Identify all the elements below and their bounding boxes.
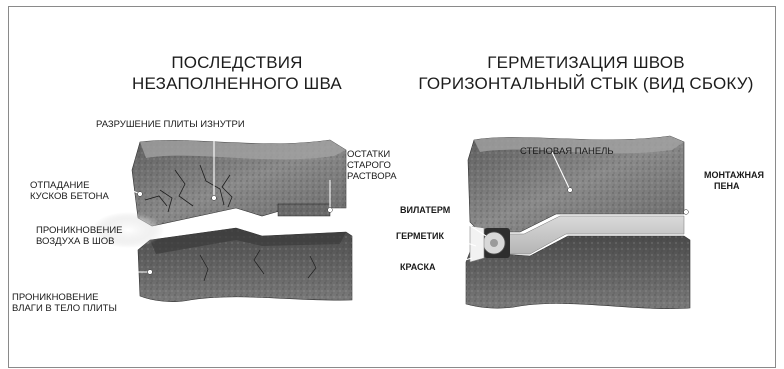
label-destruction: РАЗРУШЕНИЕ ПЛИТЫ ИЗНУТРИ	[96, 119, 245, 130]
label-moisture-penetration: ПРОНИКНОВЕНИЕ ВЛАГИ В ТЕЛО ПЛИТЫ	[12, 292, 117, 314]
sealant-paint-layer	[470, 226, 484, 262]
left-lower-slab	[138, 228, 352, 302]
left-title-line2: НЕЗАПОЛНЕННОГО ШВА	[92, 73, 382, 94]
label-mounting-foam: МОНТАЖНАЯ ПЕНА	[704, 170, 764, 192]
right-title-line1: ГЕРМЕТИЗАЦИЯ ШВОВ	[406, 52, 766, 73]
vilaterm-cord	[483, 228, 510, 258]
right-diagram-title: ГЕРМЕТИЗАЦИЯ ШВОВ ГОРИЗОНТАЛЬНЫЙ СТЫК (В…	[406, 52, 766, 94]
label-old-mortar: ОСТАТКИ СТАРОГО РАСТВОРА	[347, 149, 397, 182]
label-falling-concrete: ОТПАДАНИЕ КУСКОВ БЕТОНА	[30, 180, 109, 202]
label-paint: КРАСКА	[400, 262, 435, 273]
label-air-penetration: ПРОНИКНОВЕНИЕ ВОЗДУХА В ШОВ	[36, 225, 123, 247]
left-diagram-title: ПОСЛЕДСТВИЯ НЕЗАПОЛНЕННОГО ШВА	[92, 52, 382, 94]
left-old-mortar	[278, 204, 330, 216]
label-wall-panel: СТЕНОВАЯ ПАНЕЛЬ	[520, 146, 614, 157]
label-sealant: ГЕРМЕТИК	[396, 231, 444, 242]
label-vilaterm: ВИЛАТЕРМ	[400, 205, 450, 216]
left-title-line1: ПОСЛЕДСТВИЯ	[92, 52, 382, 73]
right-title-line2: ГОРИЗОНТАЛЬНЫЙ СТЫК (ВИД СБОКУ)	[406, 73, 766, 94]
